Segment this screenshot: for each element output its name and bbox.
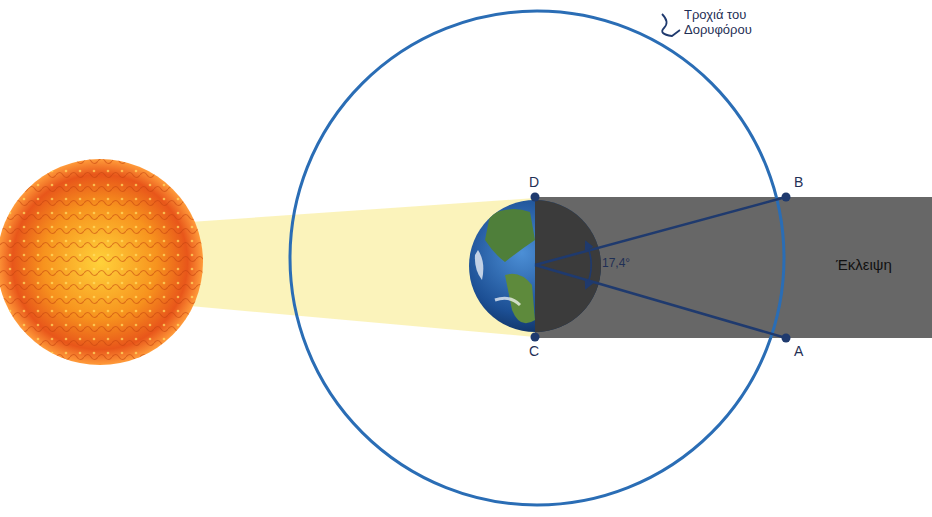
- point-label: C: [529, 343, 539, 359]
- point-label: B: [794, 174, 803, 190]
- point-label: D: [529, 174, 539, 190]
- eclipse-label: Έκλειψη: [836, 256, 892, 273]
- orbit-label: Τροχιά του Δορυφόρου: [684, 8, 780, 38]
- angle-label: 17,4°: [602, 257, 630, 271]
- point-label: A: [794, 343, 803, 359]
